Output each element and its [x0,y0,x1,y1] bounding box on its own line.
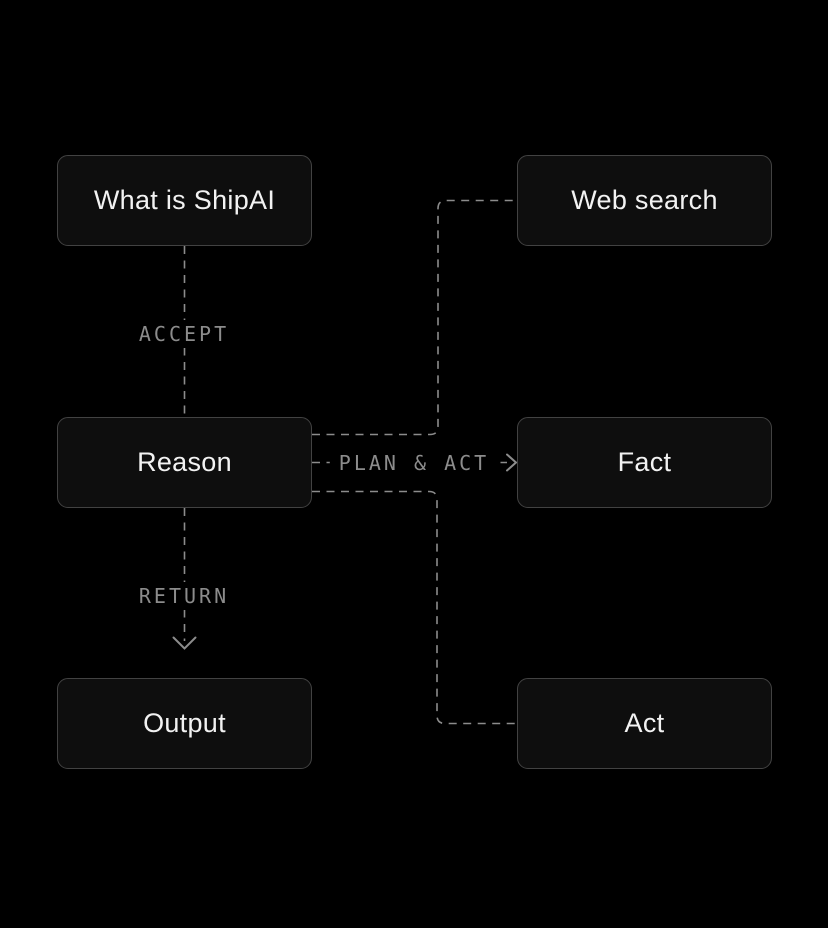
node-act[interactable]: Act [517,678,772,769]
node-reason[interactable]: Reason [57,417,312,508]
node-fact[interactable]: Fact [517,417,772,508]
node-fact-label: Fact [617,447,672,477]
edge-label-plan-act: PLAN & ACT [329,449,499,477]
node-reason-label: Reason [137,447,232,477]
node-what-is-shipai-label: What is ShipAI [93,185,276,215]
node-what-is-shipai[interactable]: What is ShipAI [57,155,312,246]
edge-label-accept: ACCEPT [129,320,239,348]
edge-web-search-line [312,199,516,436]
edge-label-return: RETURN [129,582,239,610]
node-web-search-label: Web search [571,185,718,215]
plan-act-arrowhead-icon [506,453,518,472]
node-output-label: Output [143,708,226,738]
node-act-label: Act [624,708,665,738]
edge-act-line [312,490,516,725]
node-output[interactable]: Output [57,678,312,769]
node-web-search[interactable]: Web search [517,155,772,246]
return-arrowhead-icon [172,636,197,650]
